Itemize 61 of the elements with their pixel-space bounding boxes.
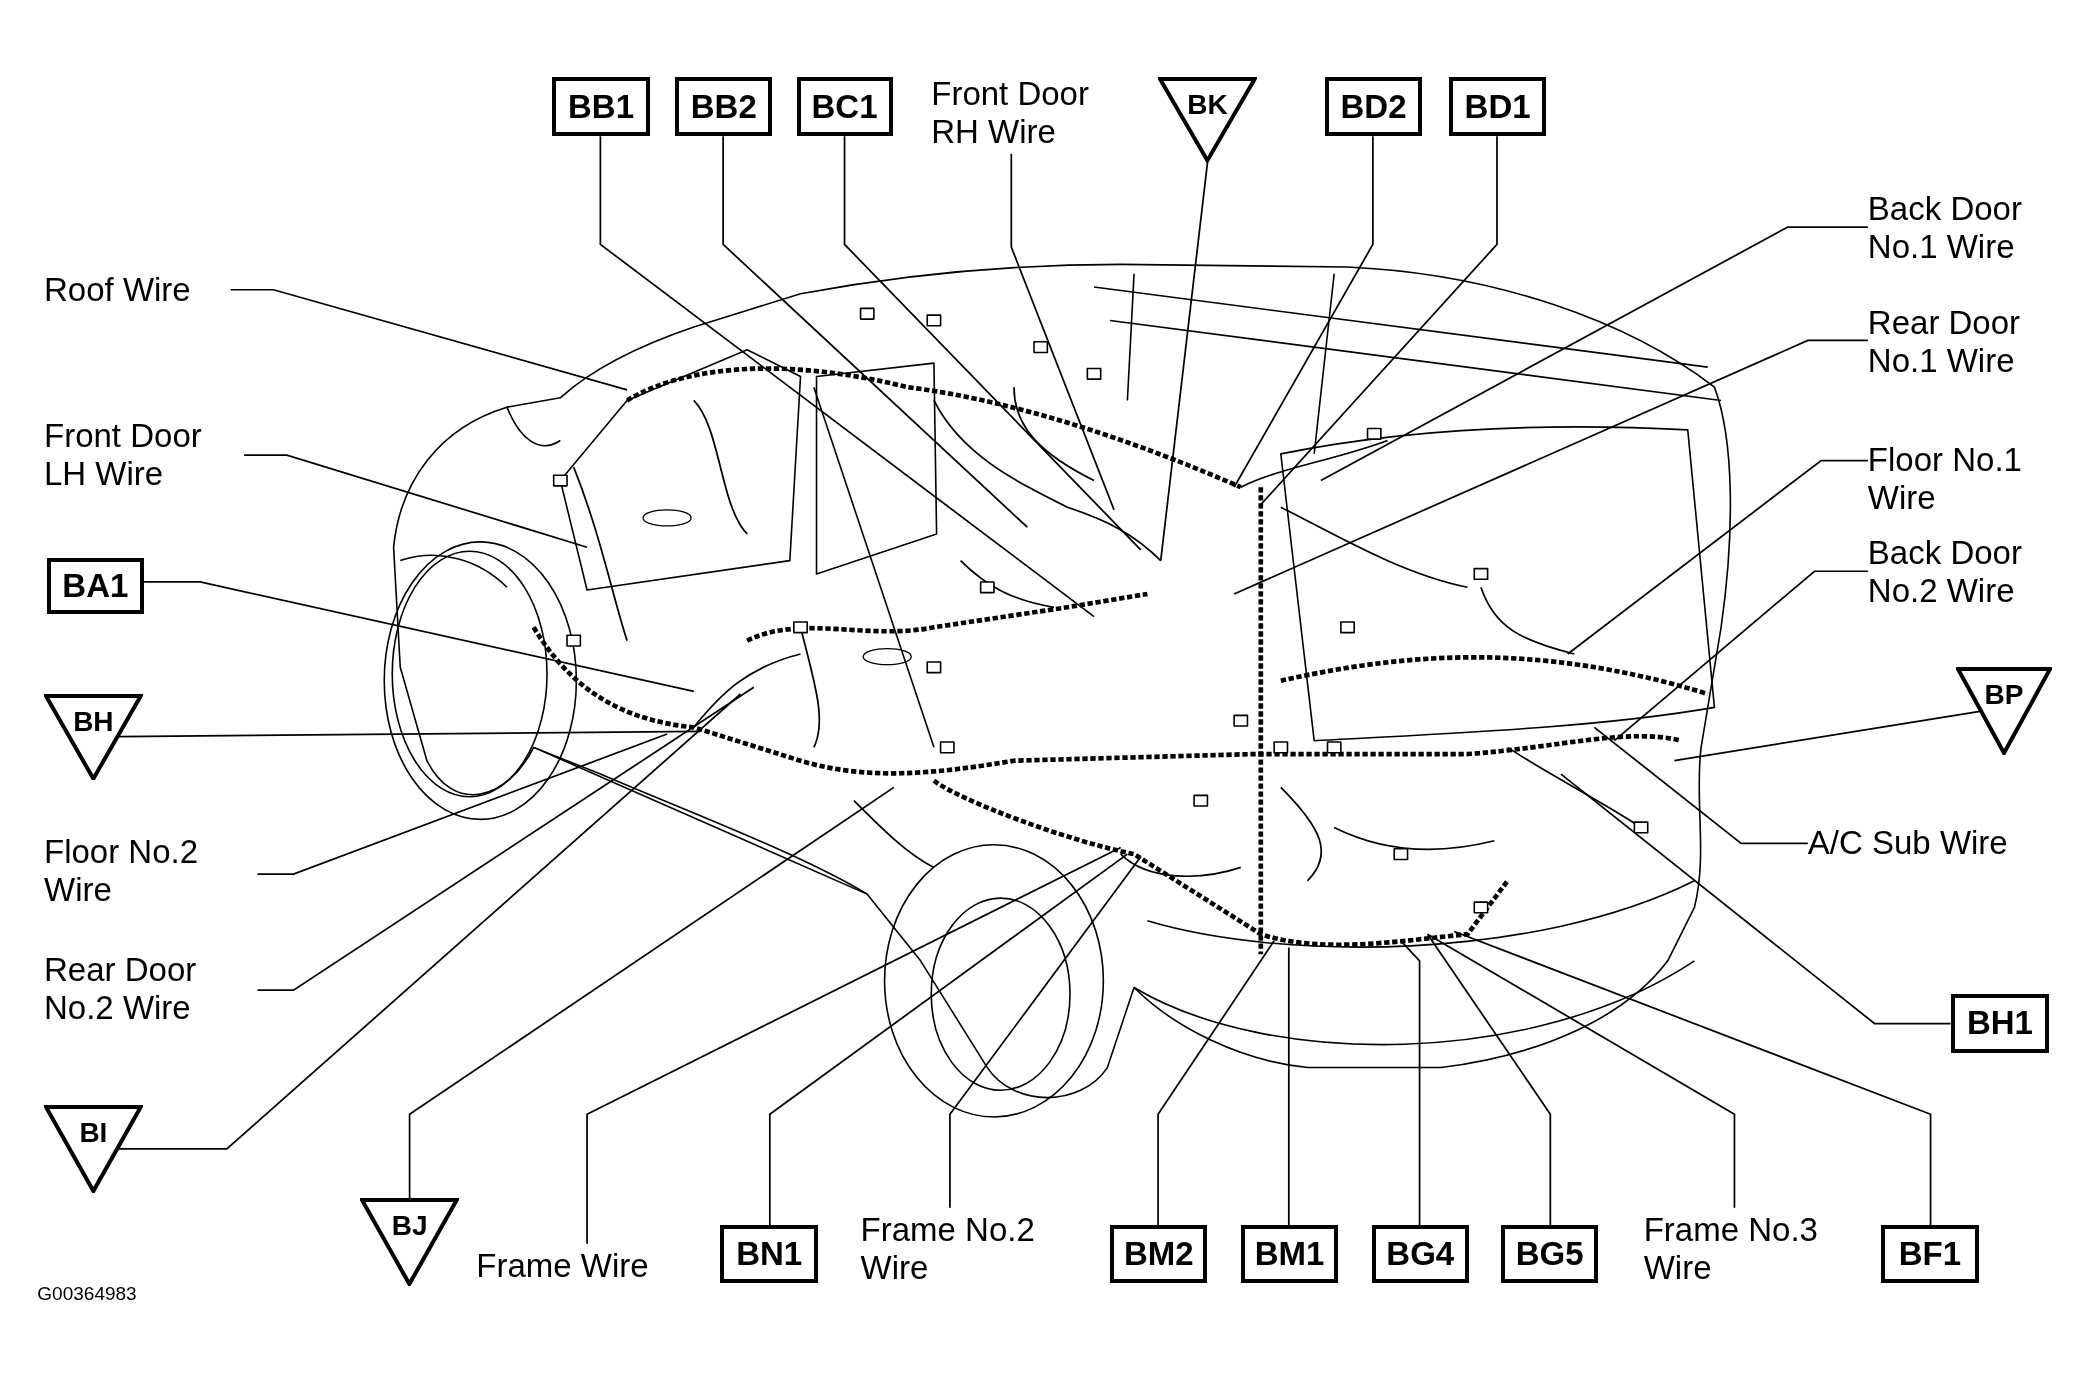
- connector-code-box: BD1: [1448, 77, 1547, 137]
- ground-point-code: BI: [78, 1116, 109, 1149]
- wire-name-label: Rear Door No.1 Wire: [1867, 303, 2022, 380]
- leader-line: [1593, 726, 1809, 845]
- figure-code: G00364983: [37, 1283, 137, 1306]
- leader-line: [229, 288, 628, 391]
- leader-line: [1560, 773, 1952, 1025]
- leader-line: [586, 846, 1122, 1245]
- connector-code-box: BG4: [1371, 1224, 1469, 1284]
- wire-name-label: Rear Door No.2 Wire: [44, 950, 198, 1027]
- connector-code-box: BM2: [1110, 1224, 1208, 1284]
- wire-name-label: Front Door RH Wire: [931, 75, 1090, 152]
- connector-code-box: BB1: [552, 77, 650, 137]
- connector-code-box: BF1: [1881, 1224, 1979, 1284]
- leader-line: [1426, 933, 1736, 1209]
- wire-name-label: Front Door LH Wire: [44, 417, 203, 493]
- leader-line: [722, 135, 1029, 529]
- ground-point-code: BP: [1983, 679, 2025, 712]
- ground-point-code: BH: [72, 705, 115, 738]
- leader-line: [1259, 135, 1498, 506]
- leader-line: [143, 581, 695, 693]
- ground-point-code: BJ: [390, 1210, 429, 1243]
- leader-line: [408, 786, 895, 1200]
- leader-line: [1566, 459, 1869, 655]
- leader-line: [599, 135, 1095, 618]
- wire-name-label: Frame No.3 Wire: [1643, 1210, 1819, 1287]
- connector-code-box: BM1: [1240, 1224, 1339, 1284]
- leader-line: [843, 135, 1142, 551]
- ground-point-code: BK: [1186, 89, 1229, 122]
- wire-name-label: A/C Sub Wire: [1807, 824, 2008, 863]
- leader-line: [1319, 226, 1869, 482]
- wire-name-label: Back Door No.1 Wire: [1867, 190, 2023, 267]
- wire-name-label: Roof Wire: [44, 270, 191, 309]
- connector-code-box: BN1: [720, 1224, 818, 1284]
- leader-line: [1613, 570, 1869, 742]
- leader-line: [256, 733, 668, 875]
- leader-line: [1233, 135, 1374, 489]
- leader-line: [1157, 939, 1275, 1226]
- leader-line: [1453, 930, 1932, 1226]
- leader-line: [1010, 152, 1115, 511]
- connector-code-box: BB2: [675, 77, 773, 137]
- leader-line: [1673, 710, 1981, 762]
- leader-line: [1233, 339, 1869, 595]
- wire-name-label: Frame No.2 Wire: [860, 1210, 1036, 1287]
- wire-name-label: Floor No.2 Wire: [44, 833, 200, 910]
- connector-code-box: BC1: [796, 77, 893, 137]
- leader-line: [1400, 939, 1421, 1226]
- connector-code-box: BA1: [46, 557, 145, 614]
- leader-line: [243, 454, 588, 549]
- leader-line: [1426, 933, 1552, 1226]
- leader-line: [768, 853, 1129, 1226]
- leader-line: [949, 855, 1142, 1209]
- connector-code-box: BH1: [1950, 993, 2050, 1053]
- connector-code-box: BG5: [1500, 1224, 1599, 1284]
- leader-line: [1159, 162, 1209, 562]
- wire-name-label: Floor No.1 Wire: [1867, 441, 2023, 517]
- leader-line: [256, 686, 755, 992]
- leader-line: [1287, 946, 1290, 1226]
- connector-code-box: BD2: [1324, 77, 1423, 137]
- wire-name-label: Frame Wire: [476, 1247, 649, 1286]
- wire-name-label: Back Door No.2 Wire: [1867, 534, 2023, 611]
